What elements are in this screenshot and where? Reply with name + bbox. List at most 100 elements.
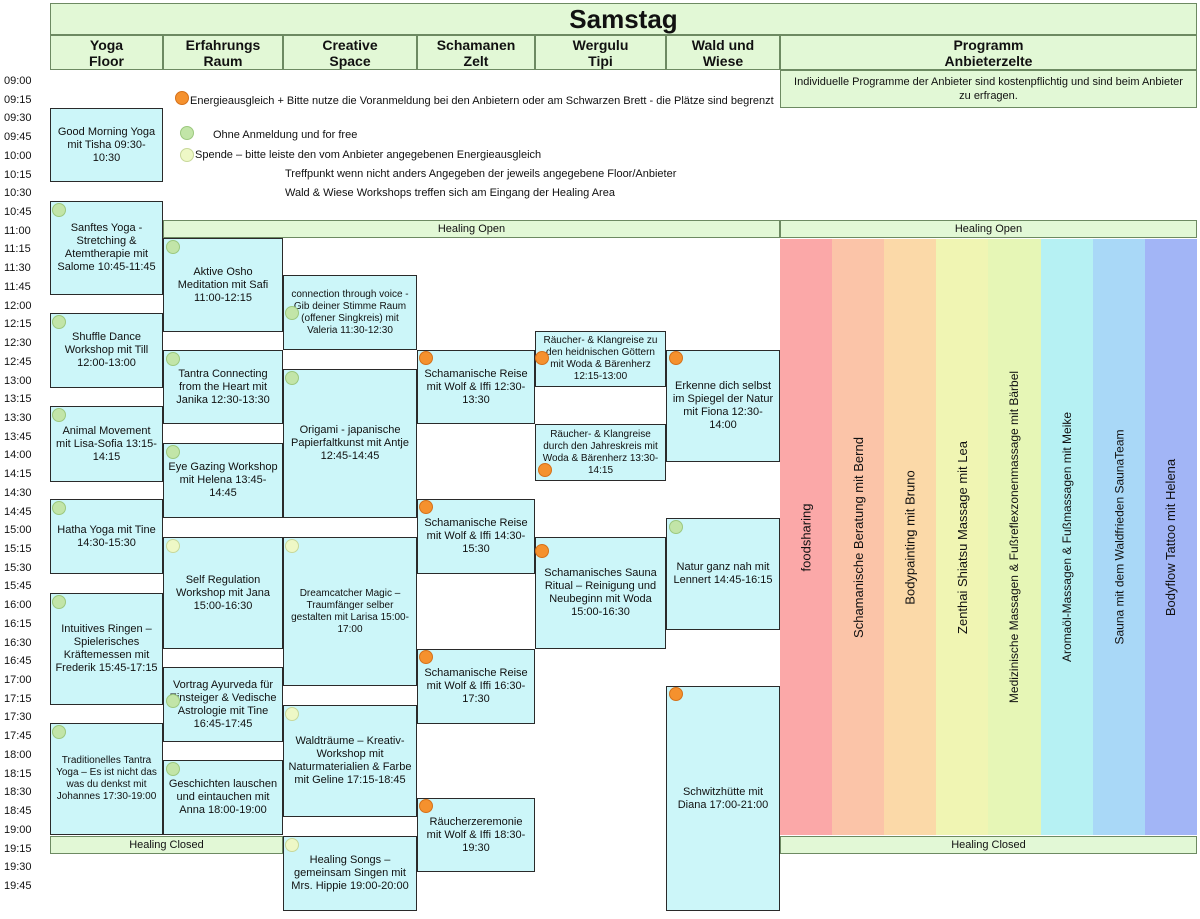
stripe-bodyflow-tattoo: Bodyflow Tattoo mit Helena (1145, 239, 1197, 835)
green-smiley-icon (166, 445, 180, 459)
time-label: 11:30 (4, 262, 31, 275)
green-smiley-icon (166, 762, 180, 776)
time-label: 11:00 (4, 224, 31, 237)
orange-dot-icon (669, 351, 683, 365)
legend-yellow-text: Spende – bitte leiste den vom Anbieter a… (195, 149, 542, 161)
legend-meeting-text: Treffpunkt wenn nicht anders Angegeben d… (285, 168, 677, 180)
legend-orange-text: Energieausgleich + Bitte nutze die Voran… (190, 95, 774, 107)
time-label: 10:15 (4, 168, 32, 181)
event-traditionelles-tantra-yoga[interactable]: Traditionelles Tantra Yoga – Es ist nich… (50, 723, 163, 835)
orange-dot-icon (419, 351, 433, 365)
time-label: 15:30 (4, 561, 32, 574)
event-schwitzhuette[interactable]: Schwitzhütte mit Diana 17:00-21:00 (666, 686, 780, 911)
time-label: 09:45 (4, 131, 32, 144)
time-label: 19:30 (4, 861, 32, 874)
event-self-regulation[interactable]: Self Regulation Workshop mit Jana 15:00-… (163, 537, 283, 649)
green-smiley-icon (285, 371, 299, 385)
event-hatha-yoga[interactable]: Hatha Yoga mit Tine 14:30-15:30 (50, 499, 163, 574)
event-aktive-osho-meditation[interactable]: Aktive Osho Meditation mit Safi 11:00-12… (163, 238, 283, 332)
event-sanftes-yoga[interactable]: Sanftes Yoga - Stretching & Atemtherapie… (50, 201, 163, 295)
event-schamanische-reise-1630[interactable]: Schamanische Reise mit Wolf & Iffi 16:30… (417, 649, 535, 724)
event-erkenne-dich-selbst[interactable]: Erkenne dich selbst im Spiegel der Natur… (666, 350, 780, 462)
time-label: 09:15 (4, 93, 32, 106)
time-label: 16:15 (4, 617, 32, 630)
legend-green-text: Ohne Anmeldung und for free (213, 129, 358, 141)
healing-closed-bar-programm: Healing Closed (780, 836, 1197, 854)
time-label: 16:30 (4, 636, 32, 649)
time-label: 18:15 (4, 767, 32, 780)
stripe-medizinische-massagen: Medizinische Massagen & Fußreflexzonenma… (988, 239, 1041, 835)
time-label: 12:00 (4, 299, 32, 312)
time-label: 13:45 (4, 430, 32, 443)
event-schamanische-reise-1430[interactable]: Schamanische Reise mit Wolf & Iffi 14:30… (417, 499, 535, 574)
event-schamanische-reise-1230[interactable]: Schamanische Reise mit Wolf & Iffi 12:30… (417, 350, 535, 424)
healing-closed-bar: Healing Closed (50, 836, 283, 854)
time-label: 12:45 (4, 355, 32, 368)
time-label: 11:15 (4, 243, 31, 256)
healing-open-bar: Healing Open (163, 220, 780, 238)
time-label: 10:00 (4, 149, 32, 162)
green-smiley-icon (52, 501, 66, 515)
event-dreamcatcher-magic[interactable]: Dreamcatcher Magic – Traumfänger selber … (283, 537, 417, 686)
event-vortrag-ayurveda[interactable]: Vortrag Ayurveda für Einsteiger & Vedisc… (163, 667, 283, 742)
event-tantra-connecting[interactable]: Tantra Connecting from the Heart mit Jan… (163, 350, 283, 424)
event-healing-songs[interactable]: Healing Songs – gemeinsam Singen mit Mrs… (283, 836, 417, 911)
time-label: 18:45 (4, 805, 32, 818)
event-waldtraeume[interactable]: Waldträume – Kreativ-Workshop mit Naturm… (283, 705, 417, 817)
healing-open-bar-programm: Healing Open (780, 220, 1197, 238)
time-label: 09:30 (4, 112, 32, 125)
event-good-morning-yoga[interactable]: Good Morning Yoga mit Tisha 09:30-10:30 (50, 108, 163, 182)
time-label: 10:45 (4, 206, 32, 219)
time-label: 11:45 (4, 280, 31, 293)
event-animal-movement[interactable]: Animal Movement mit Lisa-Sofia 13:15-14:… (50, 406, 163, 482)
event-raeucher-klangreise-jahreskreis[interactable]: Räucher- & Klangreise durch den Jahreskr… (535, 424, 666, 481)
time-label: 09:00 (4, 75, 32, 87)
time-label: 15:00 (4, 524, 32, 537)
stripe-zenthai-shiatsu: Zenthai Shiatsu Massage mit Lea (936, 239, 988, 835)
time-label: 19:45 (4, 879, 32, 892)
time-label: 16:45 (4, 655, 32, 668)
time-label: 13:00 (4, 374, 32, 387)
yellow-smiley-icon (166, 539, 180, 553)
event-raeucherzeremonie[interactable]: Räucherzeremonie mit Wolf & Iffi 18:30-1… (417, 798, 535, 872)
event-geschichten-lauschen[interactable]: Geschichten lauschen und eintauchen mit … (163, 760, 283, 835)
orange-dot-icon (669, 687, 683, 701)
yellow-smiley-icon (285, 707, 299, 721)
event-intuitives-ringen[interactable]: Intuitives Ringen – Spielerisches Kräfte… (50, 593, 163, 705)
time-label: 10:30 (4, 187, 32, 200)
time-label: 17:45 (4, 730, 32, 743)
event-natur-ganz-nah[interactable]: Natur ganz nah mit Lennert 14:45-16:15 (666, 518, 780, 630)
time-label: 19:15 (4, 842, 32, 855)
green-smiley-icon (180, 126, 194, 140)
time-label: 17:30 (4, 711, 32, 724)
time-label: 14:15 (4, 468, 32, 481)
orange-dot-icon (419, 650, 433, 664)
legend-wald-text: Wald & Wiese Workshops treffen sich am E… (285, 187, 615, 199)
stripe-schamanische-beratung: Schamanische Beratung mit Bernd (832, 239, 884, 835)
green-smiley-icon (52, 315, 66, 329)
stripe-foodsharing: foodsharing (780, 239, 832, 835)
day-title: Samstag (50, 3, 1197, 35)
event-eye-gazing[interactable]: Eye Gazing Workshop mit Helena 13:45-14:… (163, 443, 283, 518)
event-shuffle-dance[interactable]: Shuffle Dance Workshop mit Till 12:00-13… (50, 313, 163, 388)
green-smiley-icon (52, 408, 66, 422)
orange-dot-icon (535, 544, 549, 558)
event-origami[interactable]: Origami - japanische Papierfaltkunst mit… (283, 369, 417, 518)
time-label: 14:30 (4, 486, 32, 499)
time-label: 19:00 (4, 823, 32, 836)
event-raeucher-klangreise-goetter[interactable]: Räucher- & Klangreise zu den heidnischen… (535, 331, 666, 387)
stripe-bodypainting: Bodypainting mit Bruno (884, 239, 936, 835)
orange-dot-icon (419, 500, 433, 514)
orange-dot-icon (175, 91, 189, 105)
time-label: 18:30 (4, 786, 32, 799)
orange-dot-icon (535, 351, 549, 365)
yellow-smiley-icon (285, 838, 299, 852)
event-schamanisches-sauna-ritual[interactable]: Schamanisches Sauna Ritual – Reinigung u… (535, 537, 666, 649)
event-connection-through-voice[interactable]: connection through voice - Gib deiner St… (283, 275, 417, 350)
